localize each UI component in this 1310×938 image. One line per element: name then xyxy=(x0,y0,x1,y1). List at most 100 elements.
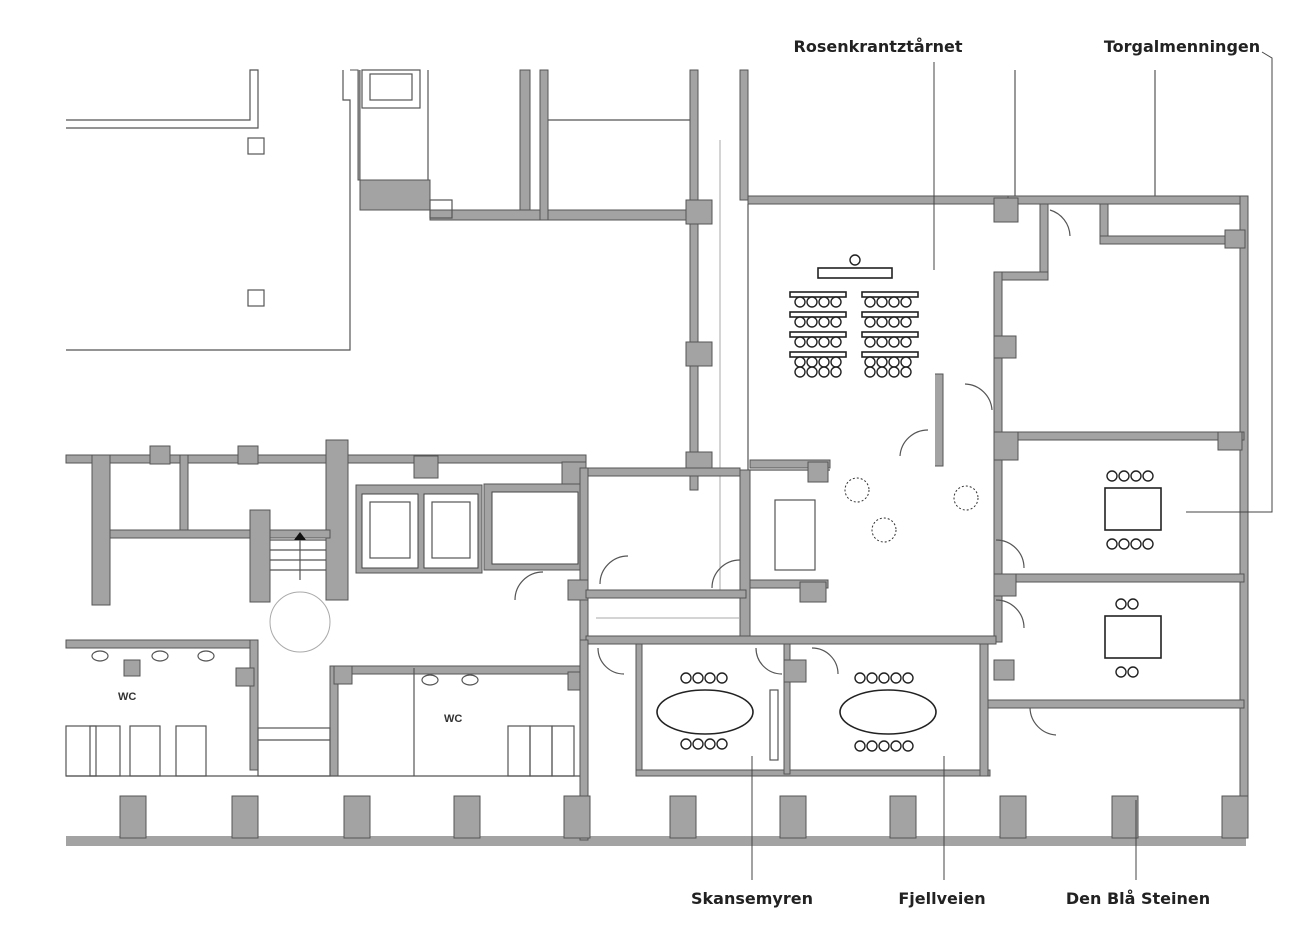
chair xyxy=(890,672,902,684)
wc-stall xyxy=(529,725,553,777)
exterior-wall xyxy=(66,639,1249,846)
chair xyxy=(866,740,878,752)
wc-label-right: WC xyxy=(444,713,462,725)
chair xyxy=(1115,598,1127,610)
core-area xyxy=(65,209,1071,736)
pillar xyxy=(889,795,917,839)
pillar xyxy=(119,795,147,839)
chair xyxy=(900,336,912,348)
chair xyxy=(854,672,866,684)
chair xyxy=(830,316,842,328)
pillar xyxy=(669,795,697,839)
chair xyxy=(794,356,806,368)
up-arrow-icon xyxy=(294,532,306,540)
label-torgalmenningen: Torgalmenningen xyxy=(1104,37,1260,56)
chair xyxy=(1127,598,1139,610)
sink xyxy=(91,650,109,662)
chair xyxy=(864,316,876,328)
chair xyxy=(704,738,716,750)
upper-left-area xyxy=(66,69,749,590)
chair xyxy=(818,366,830,378)
desk xyxy=(861,291,919,298)
chair xyxy=(680,738,692,750)
chair xyxy=(902,672,914,684)
right-rooms xyxy=(739,70,1249,827)
chair xyxy=(680,672,692,684)
chair xyxy=(888,356,900,368)
wc-stall xyxy=(89,725,121,777)
chair xyxy=(876,366,888,378)
chair xyxy=(876,356,888,368)
sink xyxy=(421,674,439,686)
chair xyxy=(876,336,888,348)
chair xyxy=(830,296,842,308)
chair xyxy=(1142,470,1154,482)
chair xyxy=(900,366,912,378)
wc-stall xyxy=(175,725,207,777)
chair xyxy=(854,740,866,752)
desk xyxy=(861,351,919,358)
chair xyxy=(818,356,830,368)
wc-stalls xyxy=(65,650,575,777)
pillar xyxy=(231,795,259,839)
desk xyxy=(861,311,919,318)
furniture xyxy=(656,254,1162,752)
chair xyxy=(1106,538,1118,550)
chair xyxy=(1118,538,1130,550)
desk xyxy=(789,351,847,358)
chair xyxy=(806,366,818,378)
chair xyxy=(794,296,806,308)
sink xyxy=(151,650,169,662)
chair xyxy=(1115,666,1127,678)
chair xyxy=(1118,470,1130,482)
chair xyxy=(900,356,912,368)
chair xyxy=(888,296,900,308)
chair xyxy=(818,316,830,328)
chair xyxy=(692,738,704,750)
chair xyxy=(902,740,914,752)
pillar xyxy=(779,795,807,839)
chair xyxy=(716,672,728,684)
chair xyxy=(888,336,900,348)
pillar xyxy=(1111,795,1139,839)
label-skansemyren: Skansemyren xyxy=(691,889,813,908)
desk xyxy=(789,311,847,318)
chair xyxy=(864,356,876,368)
stairs xyxy=(270,532,326,580)
chair xyxy=(876,316,888,328)
chair xyxy=(888,316,900,328)
chair xyxy=(830,366,842,378)
chair xyxy=(890,740,902,752)
wc-stall xyxy=(129,725,161,777)
label-fjellveien: Fjellveien xyxy=(898,889,985,908)
chair xyxy=(716,738,728,750)
chair xyxy=(1130,470,1142,482)
label-leaders xyxy=(751,51,1273,880)
leader-torgalmenningen xyxy=(1186,51,1273,513)
chair xyxy=(806,316,818,328)
desk xyxy=(789,331,847,338)
wc-stall xyxy=(551,725,575,777)
chair xyxy=(830,356,842,368)
chair xyxy=(878,740,890,752)
chair xyxy=(806,356,818,368)
chair xyxy=(1106,470,1118,482)
chair xyxy=(692,672,704,684)
wc-label-left: WC xyxy=(118,691,136,703)
chair xyxy=(876,296,888,308)
chair xyxy=(878,672,890,684)
chair xyxy=(864,296,876,308)
chair xyxy=(830,336,842,348)
chair xyxy=(866,672,878,684)
chair xyxy=(1142,538,1154,550)
sink xyxy=(197,650,215,662)
pillar xyxy=(453,795,481,839)
chair xyxy=(794,336,806,348)
chair xyxy=(794,366,806,378)
label-den-bla-steinen: Den Blå Steinen xyxy=(1066,889,1210,908)
desk xyxy=(789,291,847,298)
chair xyxy=(818,336,830,348)
chair xyxy=(864,366,876,378)
chair xyxy=(1127,666,1139,678)
pillar xyxy=(1221,795,1249,839)
